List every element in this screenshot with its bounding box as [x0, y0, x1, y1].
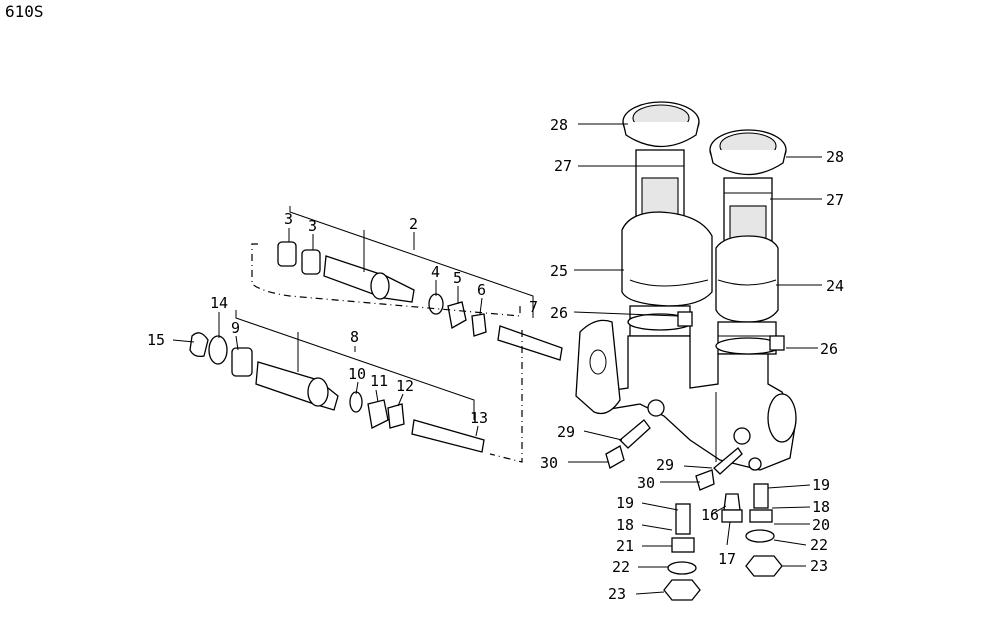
- callout-26-right: 26: [820, 340, 838, 358]
- callout-20: 20: [812, 516, 830, 534]
- group-outline-primary: [251, 243, 521, 317]
- callout-23-right: 23: [810, 557, 828, 575]
- callout-26-left: 26: [550, 304, 568, 322]
- callout-22-right: 22: [810, 536, 828, 554]
- callout-30-right: 30: [637, 474, 655, 492]
- clamp-right: [715, 335, 785, 355]
- callout-3-b: 3: [308, 217, 317, 235]
- callout-7: 7: [529, 298, 538, 316]
- callout-11: 11: [370, 372, 388, 390]
- callout-30-left: 30: [540, 454, 558, 472]
- piston-assembly-secondary: [189, 332, 485, 453]
- reservoir-strainer-left: [635, 149, 685, 223]
- callout-21: 21: [616, 537, 634, 555]
- callout-23-left: 23: [608, 585, 626, 603]
- callout-29-right: 29: [656, 456, 674, 474]
- master-cylinder-body: [575, 319, 797, 471]
- bracket-lines: [235, 206, 534, 420]
- callout-25: 25: [550, 262, 568, 280]
- callout-2: 2: [409, 215, 418, 233]
- callout-14: 14: [210, 294, 228, 312]
- callout-19-left: 19: [616, 494, 634, 512]
- reservoir-cap-left: [622, 101, 700, 148]
- diagram-code: 610S: [5, 2, 44, 21]
- leader-lines: [172, 123, 822, 595]
- callout-13: 13: [470, 409, 488, 427]
- callout-4: 4: [431, 263, 440, 281]
- callout-24: 24: [826, 277, 844, 295]
- reservoir-body-right: [715, 235, 779, 355]
- outlet-fitting-center: [721, 493, 743, 523]
- clamp-left: [627, 311, 693, 331]
- callout-27-left: 27: [554, 157, 572, 175]
- callout-6: 6: [477, 281, 486, 299]
- callout-27-right: 27: [826, 191, 844, 209]
- callout-12: 12: [396, 377, 414, 395]
- callout-28-left: 28: [550, 116, 568, 134]
- callout-16: 16: [701, 506, 719, 524]
- piston-assembly-primary: [277, 241, 563, 361]
- reservoir-strainer-right: [723, 177, 773, 249]
- reservoir-cap-right: [709, 129, 787, 176]
- callout-19-right: 19: [812, 476, 830, 494]
- outlet-fitting-right: [745, 483, 783, 577]
- callout-29-left: 29: [557, 423, 575, 441]
- callout-15: 15: [147, 331, 165, 349]
- bleeder-left: [605, 419, 651, 469]
- callout-3-a: 3: [284, 210, 293, 228]
- callout-8: 8: [350, 328, 359, 346]
- callout-18-right: 18: [812, 498, 830, 516]
- callout-17: 17: [718, 550, 736, 568]
- outlet-fitting-left: [663, 503, 701, 601]
- callout-5: 5: [453, 269, 462, 287]
- callout-9: 9: [231, 319, 240, 337]
- callout-10: 10: [348, 365, 366, 383]
- bleeder-right: [695, 447, 743, 491]
- callout-22-left: 22: [612, 558, 630, 576]
- callout-28-right: 28: [826, 148, 844, 166]
- group-outline-secondary: [489, 330, 523, 463]
- callout-18-left: 18: [616, 516, 634, 534]
- callout-labels: 28 28 27 27 25 24 26 26 2 3 3 4 5 6 7 14…: [147, 116, 844, 603]
